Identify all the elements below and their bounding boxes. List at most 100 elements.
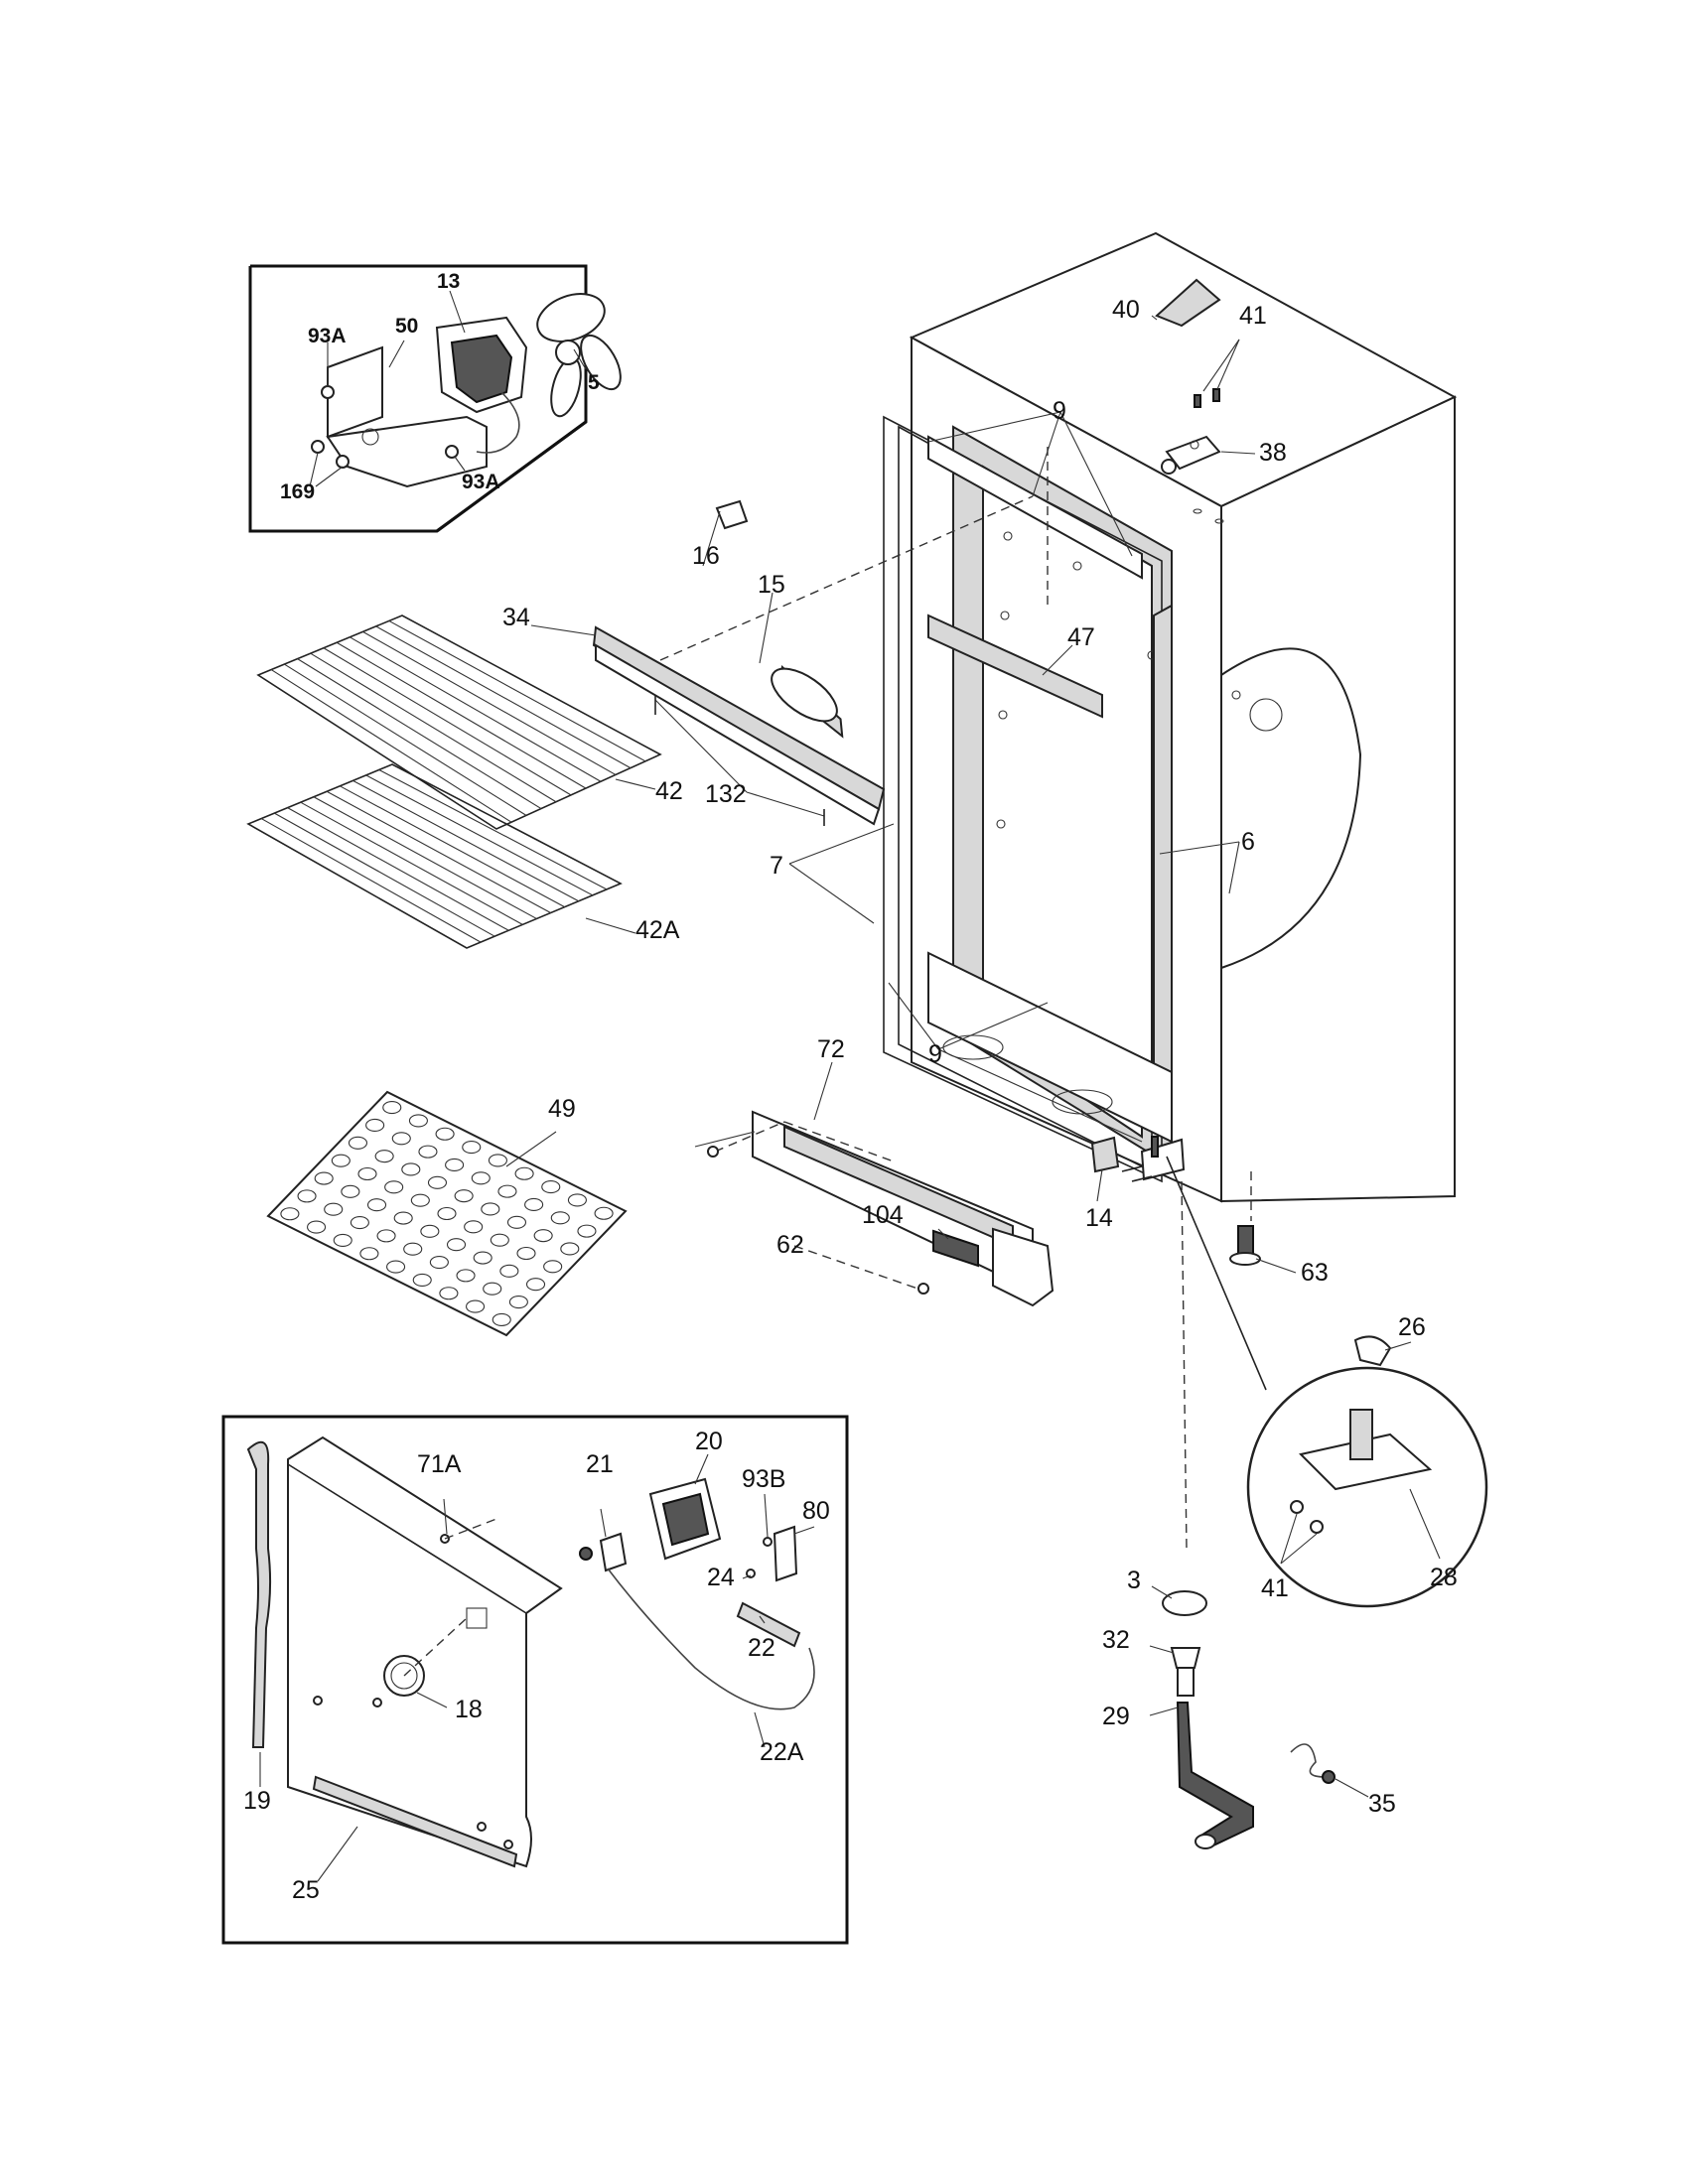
- basket-hole: [481, 1202, 500, 1216]
- shelf-wire: [297, 658, 542, 810]
- basket-hole: [516, 1246, 536, 1261]
- floor-basket: [266, 1090, 628, 1337]
- basket-hole: [446, 1238, 467, 1252]
- basket-hole: [280, 1207, 300, 1221]
- shelf-wire: [365, 774, 594, 896]
- callout-29: 29: [1102, 1703, 1130, 1730]
- shelf-wire: [340, 785, 565, 908]
- bottom-hinge-area: [1090, 1136, 1297, 1550]
- basket-hole: [514, 1166, 534, 1180]
- basket-hole: [439, 1287, 459, 1300]
- basket-hole: [550, 1211, 570, 1225]
- basket-hole: [437, 1206, 457, 1221]
- callout-3: 3: [1127, 1567, 1141, 1594]
- shelf-wire: [300, 801, 523, 925]
- shelf-wire: [270, 669, 512, 823]
- basket-hole: [359, 1247, 379, 1261]
- callout-71a: 71A: [417, 1450, 462, 1478]
- basket-hole: [331, 1154, 351, 1167]
- shelf-wire: [284, 663, 527, 816]
- callout-32: 32: [1102, 1626, 1130, 1654]
- callout-7: 7: [770, 852, 783, 880]
- shelf-wire: [375, 625, 632, 769]
- basket-hole: [488, 1154, 507, 1167]
- basket-hole: [393, 1211, 413, 1225]
- shelf-wire: [362, 630, 617, 775]
- basket-hole: [350, 1215, 369, 1230]
- callout-50: 50: [395, 315, 418, 338]
- callout-35: 35: [1368, 1790, 1396, 1818]
- drain-parts: [1149, 1585, 1369, 1849]
- callout-labels: 13 93A 50 5 169 93A 40 41 38 9 16 15 34 …: [243, 270, 1458, 1904]
- hinge-detail-inset: [1246, 1335, 1488, 1608]
- basket-hole: [525, 1278, 546, 1292]
- basket-hole: [307, 1220, 327, 1234]
- basket-hole: [384, 1180, 404, 1194]
- callout-22: 22: [748, 1634, 775, 1662]
- callout-104: 104: [862, 1201, 904, 1229]
- callout-49: 49: [548, 1095, 576, 1123]
- kick-plate: [694, 1061, 1055, 1307]
- callout-18: 18: [455, 1696, 483, 1723]
- callout-41-inset: 41: [1261, 1574, 1289, 1602]
- callout-9-top: 9: [1053, 397, 1066, 425]
- callout-169: 169: [280, 480, 315, 503]
- basket-hole: [410, 1193, 430, 1207]
- callout-16: 16: [692, 542, 720, 570]
- basket-hole: [533, 1229, 553, 1243]
- basket-hole: [466, 1299, 486, 1313]
- callout-28: 28: [1430, 1564, 1458, 1591]
- callout-9-bottom: 9: [928, 1040, 942, 1068]
- basket-hole: [314, 1171, 334, 1185]
- shelf-wire: [313, 796, 537, 919]
- shelf-wire: [326, 790, 551, 914]
- top-hinge: [1151, 278, 1256, 524]
- callout-22a: 22A: [760, 1738, 804, 1766]
- basket-hole: [376, 1229, 396, 1243]
- basket-hole: [508, 1295, 528, 1309]
- basket-hole: [492, 1312, 511, 1326]
- basket-hole: [473, 1251, 492, 1265]
- shelf-wire: [323, 647, 572, 796]
- shelf-wire: [352, 779, 579, 902]
- callout-63: 63: [1301, 1259, 1329, 1287]
- basket-hole: [594, 1206, 614, 1220]
- control-panel-inset: [221, 1415, 849, 1945]
- callout-47: 47: [1067, 623, 1095, 651]
- callout-25: 25: [292, 1876, 320, 1904]
- basket-hole: [456, 1269, 476, 1283]
- callout-93a-bottom: 93A: [462, 471, 500, 493]
- basket-hole: [403, 1242, 423, 1256]
- callout-5: 5: [588, 371, 600, 394]
- basket-hole: [577, 1224, 597, 1238]
- callout-14: 14: [1085, 1204, 1113, 1232]
- light-bracket: [530, 499, 886, 826]
- callout-6: 6: [1241, 828, 1255, 856]
- cabinet-body: [659, 231, 1458, 1203]
- callout-72: 72: [817, 1035, 845, 1063]
- callout-42a: 42A: [635, 916, 680, 944]
- callout-20: 20: [695, 1428, 723, 1455]
- callout-42: 42: [655, 777, 683, 805]
- shelf-wire: [388, 619, 646, 762]
- shelf-wire: [287, 807, 509, 931]
- basket-hole: [543, 1260, 563, 1274]
- basket-hole: [382, 1101, 402, 1115]
- basket-hole: [374, 1150, 394, 1163]
- callout-40: 40: [1112, 296, 1140, 324]
- basket-hole: [365, 1118, 385, 1133]
- fan-assembly-inset: [248, 264, 622, 533]
- basket-hole: [464, 1220, 484, 1234]
- callout-13: 13: [437, 270, 460, 293]
- shelf-wire: [274, 812, 495, 937]
- basket-hole: [412, 1273, 432, 1287]
- basket-hole: [499, 1264, 519, 1278]
- basket-hole: [462, 1141, 482, 1155]
- basket-hole: [560, 1242, 580, 1256]
- wire-shelves: [246, 614, 662, 949]
- callout-34: 34: [502, 604, 530, 631]
- basket-hole: [401, 1162, 421, 1176]
- callout-132: 132: [705, 780, 747, 808]
- basket-hole: [541, 1180, 561, 1194]
